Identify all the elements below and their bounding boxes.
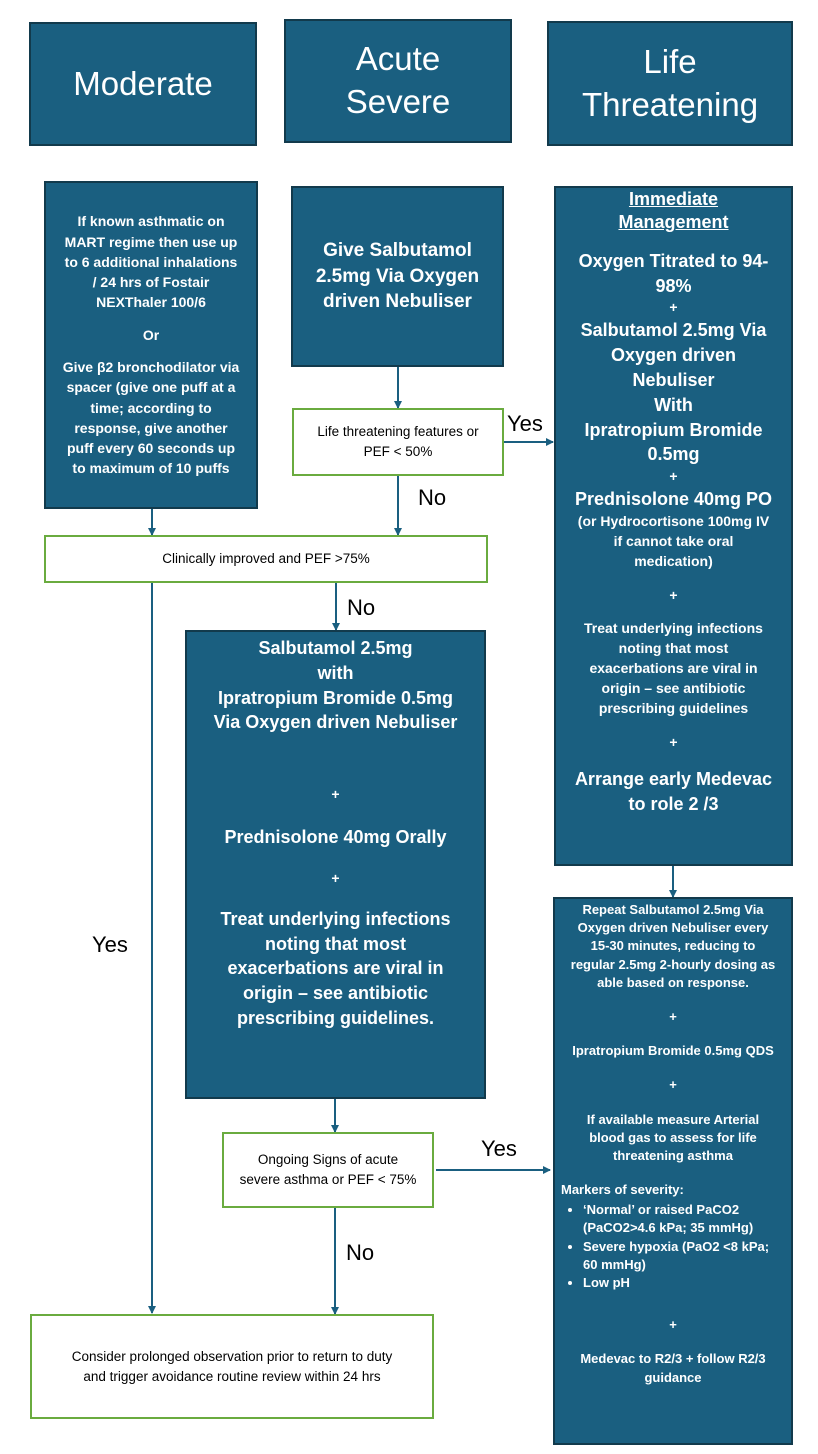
label-yes-improved: Yes: [92, 932, 128, 957]
label-no-improved: No: [347, 595, 376, 620]
decision-ongoing-signs: Ongoing Signs of acute severe asthma or …: [222, 1132, 434, 1208]
header-life-threatening: Life Threatening: [547, 21, 793, 146]
decision-clinically-improved: Clinically improved and PEF >75%: [44, 535, 488, 583]
marker-item: Severe hypoxia (PaO2 <8 kPa; 60 mmHg): [583, 1238, 785, 1274]
salbutamol-nebuliser-box: Give Salbutamol 2.5mg Via Oxygen driven …: [291, 186, 504, 367]
consider-observation-box: Consider prolonged observation prior to …: [30, 1314, 434, 1419]
markers-of-severity: Markers of severity: ‘Normal’ or raised …: [561, 1181, 785, 1292]
header-moderate: Moderate: [29, 22, 257, 146]
salbutamol-ipratropium-box: Salbutamol 2.5mg with Ipratropium Bromid…: [185, 630, 486, 1099]
repeat-salbutamol-box: Repeat Salbutamol 2.5mg Via Oxygen drive…: [553, 897, 793, 1445]
label-yes-life-threatening: Yes: [507, 411, 543, 436]
moderate-management-box: If known asthmatic on MART regime then u…: [44, 181, 258, 509]
marker-item: Low pH: [583, 1274, 785, 1292]
label-no-ongoing: No: [346, 1240, 375, 1265]
immediate-management-box: Immediate Management Oxygen Titrated to …: [554, 186, 793, 866]
markers-list: ‘Normal’ or raised PaCO2 (PaCO2>4.6 kPa;…: [561, 1201, 785, 1292]
marker-item: ‘Normal’ or raised PaCO2 (PaCO2>4.6 kPa;…: [583, 1201, 785, 1237]
header-acute-severe: Acute Severe: [284, 19, 512, 143]
label-yes-ongoing: Yes: [481, 1136, 517, 1161]
label-no-life-threatening: No: [418, 485, 447, 510]
decision-life-threatening: Life threatening features or PEF < 50%: [292, 408, 504, 476]
